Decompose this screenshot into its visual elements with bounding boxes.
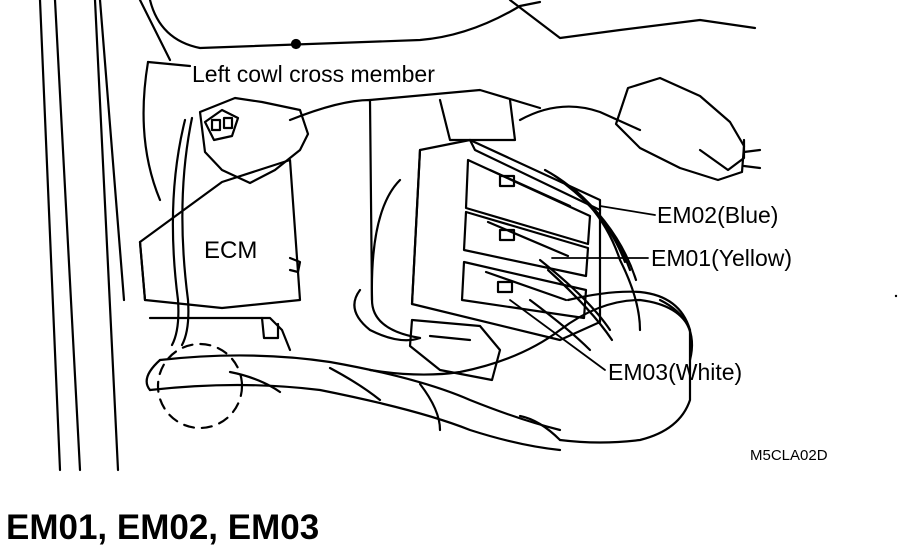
ecm-connector-illustration <box>38 0 898 472</box>
ecm-box <box>138 158 302 352</box>
leader-lines <box>509 205 656 371</box>
label-em02: EM02(Blue) <box>657 202 779 228</box>
figure-code: M5CLA02D <box>750 447 828 464</box>
connector-block <box>408 138 602 382</box>
leader-em03 <box>509 299 606 371</box>
location-marker-circle <box>156 342 244 430</box>
label-left-cowl-cross-member: Left cowl cross member <box>192 61 435 87</box>
connector-wires <box>528 168 642 352</box>
upper-right-connector <box>614 76 762 182</box>
figure-caption: EM01, EM02, EM03 <box>6 508 320 547</box>
label-ecm: ECM <box>204 237 258 264</box>
left-cable <box>170 96 310 347</box>
pillar-frame <box>38 0 172 472</box>
label-em01: EM01(Yellow) <box>651 245 793 271</box>
cowl-panel <box>142 0 757 202</box>
leader-em02 <box>599 205 656 216</box>
label-em03: EM03(White) <box>608 359 743 385</box>
hand <box>353 178 692 342</box>
